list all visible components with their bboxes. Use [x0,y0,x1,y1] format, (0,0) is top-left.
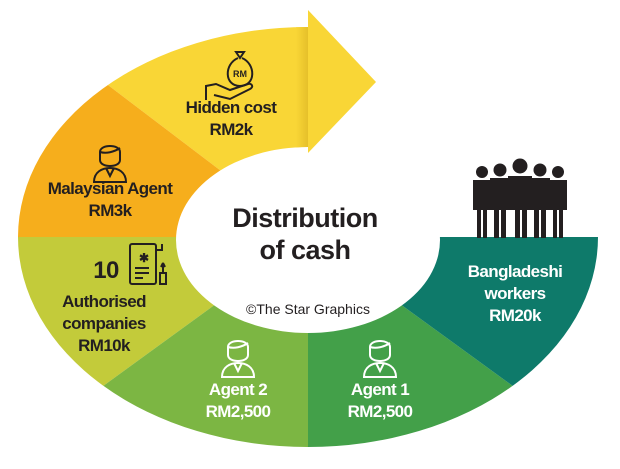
hidden-cost-label: Hidden cost RM2k [186,97,277,141]
companies-count: 10 [93,257,119,284]
person-icon [220,340,256,378]
certificate-document-icon: ✱ [129,243,167,285]
group-of-people-icon [473,158,567,238]
segment-name: Malaysian Agent [47,179,173,198]
credit: ©The Star Graphics [246,301,370,317]
bangladeshi-workers-label: Bangladeshi workers RM20k [467,261,563,327]
authorised-companies-label: Authorised companies RM10k [62,291,146,357]
person-icon [92,145,128,183]
person-icon [362,340,398,378]
title-line-2: of cash [259,235,351,265]
arrow-head [308,10,376,153]
segment-name: Agent 1 [350,380,410,399]
money-bag-hand-icon: RM [205,51,254,101]
segment-amount: RM2,500 [347,402,413,421]
segment-amount: RM3k [88,201,133,220]
segment-name-line-1: Authorised [62,292,146,311]
segment-name-line-1: Bangladeshi [467,262,563,281]
malaysian-agent-label: Malaysian Agent RM3k [48,178,173,222]
segment-name: Agent 2 [208,380,268,399]
segment-amount: RM10k [78,336,130,355]
svg-text:✱: ✱ [139,251,149,265]
agent-2-label: Agent 2 RM2,500 [206,379,271,423]
segment-amount: RM2k [209,120,254,139]
segment-name-line-2: companies [62,314,146,333]
agent-1-label: Agent 1 RM2,500 [348,379,413,423]
segment-amount: RM2,500 [205,402,271,421]
segment-amount: RM20k [489,306,541,325]
segment-name: Hidden cost [185,98,277,117]
segment-name-line-2: workers [484,284,546,303]
svg-text:RM: RM [233,69,247,79]
title-line-1: Distribution [232,203,378,233]
